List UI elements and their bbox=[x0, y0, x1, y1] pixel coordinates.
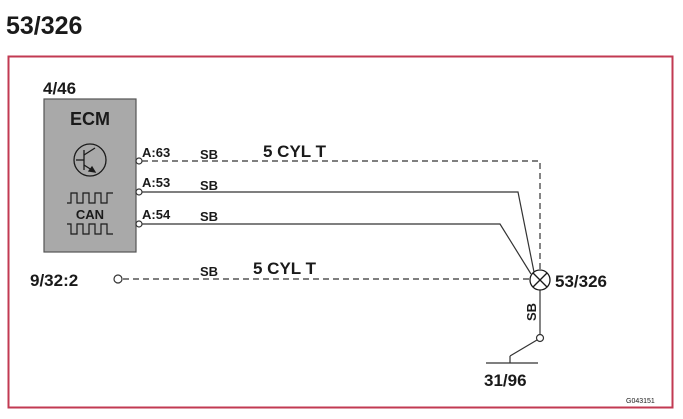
pin-label-a53: A:53 bbox=[142, 175, 170, 190]
ecm-label: ECM bbox=[70, 109, 110, 129]
wire-note-a63: 5 CYL T bbox=[263, 142, 327, 161]
page-title: 53/326 bbox=[6, 12, 82, 40]
ground-wire-color: SB bbox=[524, 303, 539, 321]
can-bus-icon bbox=[67, 192, 113, 235]
can-label: CAN bbox=[76, 207, 104, 222]
pin-label-a54: A:54 bbox=[142, 207, 171, 222]
pin-label-a63: A:63 bbox=[142, 145, 170, 160]
wire-color-a63: SB bbox=[200, 147, 218, 162]
ecm-module bbox=[43, 98, 137, 253]
wire-a63 bbox=[142, 160, 541, 280]
external-connector-label: 9/32:2 bbox=[30, 271, 78, 290]
wire-note-9-32-2: 5 CYL T bbox=[253, 259, 317, 278]
wire-color-9-32-2: SB bbox=[200, 264, 218, 279]
ground-switch-icon bbox=[486, 333, 545, 364]
connector-terminal-9-32-2 bbox=[113, 274, 123, 284]
lamp-icon bbox=[529, 269, 551, 291]
wire-a53 bbox=[142, 191, 535, 273]
diagram-frame bbox=[7, 55, 674, 409]
transistor-icon bbox=[73, 143, 107, 177]
wire-color-a54: SB bbox=[200, 209, 218, 224]
component-label: 53/326 bbox=[555, 272, 607, 291]
figure-code: G043151 bbox=[626, 398, 655, 405]
ground-label: 31/96 bbox=[484, 371, 527, 390]
wire-color-a53: SB bbox=[200, 178, 218, 193]
wire-a54 bbox=[142, 223, 532, 275]
ecm-id: 4/46 bbox=[43, 79, 76, 98]
